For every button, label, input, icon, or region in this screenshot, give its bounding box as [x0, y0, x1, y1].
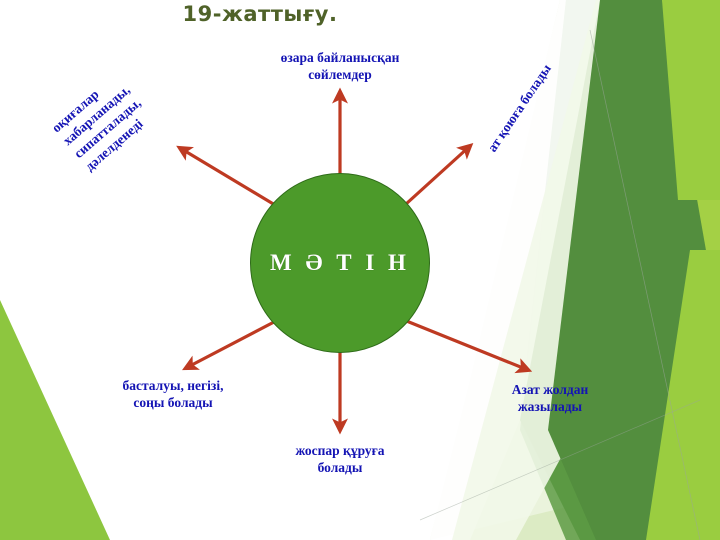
branch-label-top-line-2: сөйлемдер: [308, 66, 372, 82]
center-node-circle[interactable]: М Ә Т І Н: [250, 173, 430, 353]
center-node-label: М Ә Т І Н: [270, 250, 410, 275]
branch-label-bottom-right[interactable]: Азат жолдан жазылады: [465, 382, 635, 416]
branch-label-top[interactable]: өзара байланысқан сөйлемдер: [240, 50, 440, 84]
arrow-down-left: [182, 320, 275, 371]
branch-label-bottom-left-line-2: соңы болады: [133, 394, 213, 410]
branch-label-bottom-line-1: жоспар құруға: [295, 443, 385, 458]
branch-label-bottom-left[interactable]: басталуы, негізі, соңы болады: [78, 378, 268, 412]
branch-label-bottom-left-line-1: басталуы, негізі,: [122, 378, 224, 393]
slide-title: 19-жаттығу.: [182, 2, 338, 26]
branch-label-bottom-right-line-1: Азат жолдан: [511, 382, 589, 397]
arrow-down-right: [403, 318, 533, 374]
branch-label-top-line-1: өзара байланысқан: [280, 50, 400, 65]
branch-label-bottom-line-2: болады: [317, 459, 363, 475]
branch-label-bottom[interactable]: жоспар құруға болады: [250, 443, 430, 477]
arrow-up-right: [404, 142, 474, 206]
branch-label-bottom-right-line-2: жазылады: [517, 398, 583, 414]
arrow-up-left: [176, 145, 276, 207]
